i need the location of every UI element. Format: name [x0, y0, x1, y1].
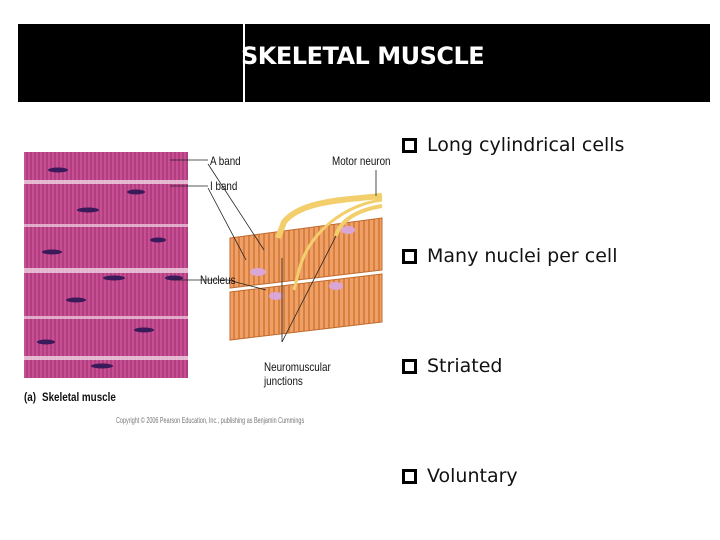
title-bar [18, 24, 710, 102]
label-neuromuscular: Neuromuscular [264, 360, 331, 374]
bullet-item: Many nuclei per cell [402, 245, 617, 267]
caption-text: Skeletal muscle [42, 390, 116, 404]
label-motor-neuron: Motor neuron [332, 154, 391, 168]
bullet-text: Long cylindrical cells [427, 134, 625, 156]
label-i-band: I band [210, 179, 238, 193]
checkbox-bullet-icon [402, 468, 417, 484]
caption-letter: (a) [24, 390, 37, 404]
micrograph [24, 152, 188, 378]
muscle-figure: A band I band Nucleus Motor neuron Neuro… [18, 140, 391, 436]
label-junctions: junctions [264, 374, 303, 388]
bullet-item: Voluntary [402, 465, 518, 487]
bullet-text: Voluntary [427, 465, 518, 487]
muscle-illustration [24, 152, 383, 378]
checkbox-bullet-icon [402, 137, 417, 153]
bullet-text: Striated [427, 355, 503, 377]
bullet-text: Many nuclei per cell [427, 245, 618, 267]
muscle-fibers-illustration [229, 193, 383, 341]
label-a-band: A band [210, 154, 241, 168]
bullet-item: Striated [402, 355, 502, 377]
bullet-item: Long cylindrical cells [402, 134, 624, 156]
label-nucleus: Nucleus [200, 273, 236, 287]
checkbox-bullet-icon [402, 248, 417, 264]
copyright-text: Copyright © 2006 Pearson Education, Inc.… [116, 416, 305, 425]
bullet-list: Long cylindrical cells Many nuclei per c… [402, 0, 720, 540]
slide-title: SKELETAL MUSCLE [241, 42, 485, 70]
title-divider [243, 24, 245, 102]
checkbox-bullet-icon [402, 358, 417, 374]
